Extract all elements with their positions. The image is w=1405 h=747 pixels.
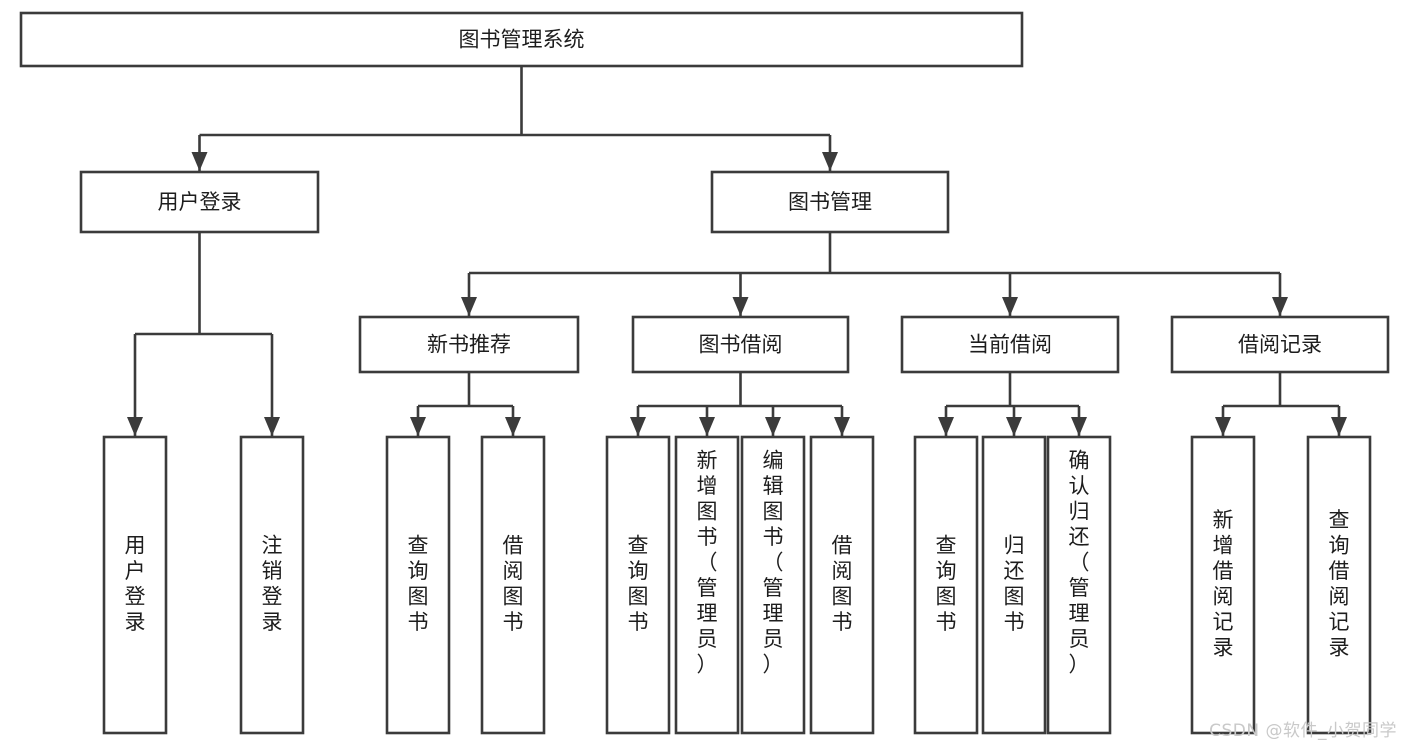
- node-confirm-return-admin-label: 确认归还（管理员）: [1069, 448, 1090, 676]
- node-user-login-do[interactable]: 用户登录: [102, 435, 168, 735]
- node-book-borrow-rect: [631, 315, 850, 374]
- arrow-head-icon: [765, 417, 781, 436]
- node-borrow-book-1[interactable]: 借阅图书: [480, 435, 546, 735]
- node-query-borrow-record[interactable]: 查询借阅记录: [1306, 435, 1372, 735]
- arrow-head-icon: [1071, 417, 1087, 436]
- node-user-logout-rect: [239, 435, 305, 735]
- node-user-logout[interactable]: 注销登录: [239, 435, 305, 735]
- node-borrow-book-2[interactable]: 借阅图书: [809, 435, 875, 735]
- node-confirm-return-admin[interactable]: 确认归还（管理员）: [1046, 435, 1112, 735]
- node-book-borrow[interactable]: 图书借阅: [631, 315, 850, 374]
- arrow-head-icon: [1272, 297, 1288, 316]
- node-query-book-3-label: 查询图书: [936, 533, 957, 634]
- arrow-head-icon: [461, 297, 477, 316]
- node-user-logout-label: 注销登录: [262, 533, 283, 634]
- node-root-label: 图书管理系统: [459, 28, 585, 52]
- arrow-head-icon: [191, 152, 208, 171]
- node-root-rect: [19, 11, 1024, 68]
- arrow-head-icon: [822, 152, 838, 171]
- arrow-head-icon: [264, 417, 280, 436]
- arrow-head-icon: [1331, 417, 1347, 436]
- node-borrow-record[interactable]: 借阅记录: [1170, 315, 1390, 374]
- node-query-book-3-rect: [913, 435, 979, 735]
- node-book-manage[interactable]: 图书管理: [710, 170, 950, 234]
- node-query-book-2-rect: [605, 435, 671, 735]
- node-add-book-admin[interactable]: 新增图书（管理员）: [674, 435, 740, 735]
- node-query-borrow-record-rect: [1306, 435, 1372, 735]
- node-user-login[interactable]: 用户登录: [79, 170, 320, 234]
- arrow-head-icon: [1215, 417, 1231, 436]
- node-add-borrow-record[interactable]: 新增借阅记录: [1190, 435, 1256, 735]
- node-edit-book-admin-label: 编辑图书（管理员）: [763, 448, 784, 676]
- node-add-borrow-record-label: 新增借阅记录: [1213, 508, 1234, 660]
- node-return-book-rect: [981, 435, 1047, 735]
- arrow-head-icon: [630, 417, 646, 436]
- node-current-borrow-label: 当前借阅: [968, 333, 1052, 357]
- node-borrow-book-1-label: 借阅图书: [503, 533, 524, 634]
- node-confirm-return-admin-rect: [1046, 435, 1112, 735]
- node-return-book[interactable]: 归还图书: [981, 435, 1047, 735]
- node-user-login-do-rect: [102, 435, 168, 735]
- node-borrow-book-1-rect: [480, 435, 546, 735]
- node-query-book-2-label: 查询图书: [628, 533, 649, 634]
- node-borrow-record-rect: [1170, 315, 1390, 374]
- node-new-book-recommend-label: 新书推荐: [427, 333, 511, 357]
- node-add-book-admin-label: 新增图书（管理员）: [697, 448, 718, 676]
- arrow-head-icon: [834, 417, 850, 436]
- node-query-book-1[interactable]: 查询图书: [385, 435, 451, 735]
- arrow-head-icon: [732, 297, 749, 316]
- node-borrow-book-2-label: 借阅图书: [832, 533, 853, 634]
- node-return-book-label: 归还图书: [1004, 533, 1025, 634]
- node-book-manage-label: 图书管理: [788, 190, 872, 214]
- node-user-login-do-label: 用户登录: [125, 533, 146, 634]
- node-query-book-1-rect: [385, 435, 451, 735]
- node-add-borrow-record-rect: [1190, 435, 1256, 735]
- node-book-manage-rect: [710, 170, 950, 234]
- arrow-head-icon: [938, 417, 954, 436]
- arrow-head-icon: [410, 417, 426, 436]
- watermark: CSDN @软件_小贺同学: [1209, 721, 1397, 741]
- arrow-head-icon: [1006, 417, 1022, 436]
- node-root[interactable]: 图书管理系统: [19, 11, 1024, 68]
- arrow-head-icon: [1002, 297, 1018, 316]
- node-user-login-label: 用户登录: [158, 190, 242, 214]
- node-new-book-recommend[interactable]: 新书推荐: [358, 315, 580, 374]
- node-edit-book-admin-rect: [740, 435, 806, 735]
- node-query-book-2[interactable]: 查询图书: [605, 435, 671, 735]
- node-edit-book-admin[interactable]: 编辑图书（管理员）: [740, 435, 806, 735]
- node-query-book-1-label: 查询图书: [408, 533, 429, 634]
- node-query-book-3[interactable]: 查询图书: [913, 435, 979, 735]
- node-query-borrow-record-label: 查询借阅记录: [1329, 508, 1350, 660]
- arrow-head-icon: [699, 417, 715, 436]
- arrow-head-icon: [127, 417, 143, 436]
- node-current-borrow[interactable]: 当前借阅: [900, 315, 1120, 374]
- node-new-book-recommend-rect: [358, 315, 580, 374]
- node-add-book-admin-rect: [674, 435, 740, 735]
- node-borrow-book-2-rect: [809, 435, 875, 735]
- arrow-head-icon: [505, 417, 521, 436]
- node-book-borrow-label: 图书借阅: [699, 333, 783, 357]
- node-borrow-record-label: 借阅记录: [1238, 333, 1322, 357]
